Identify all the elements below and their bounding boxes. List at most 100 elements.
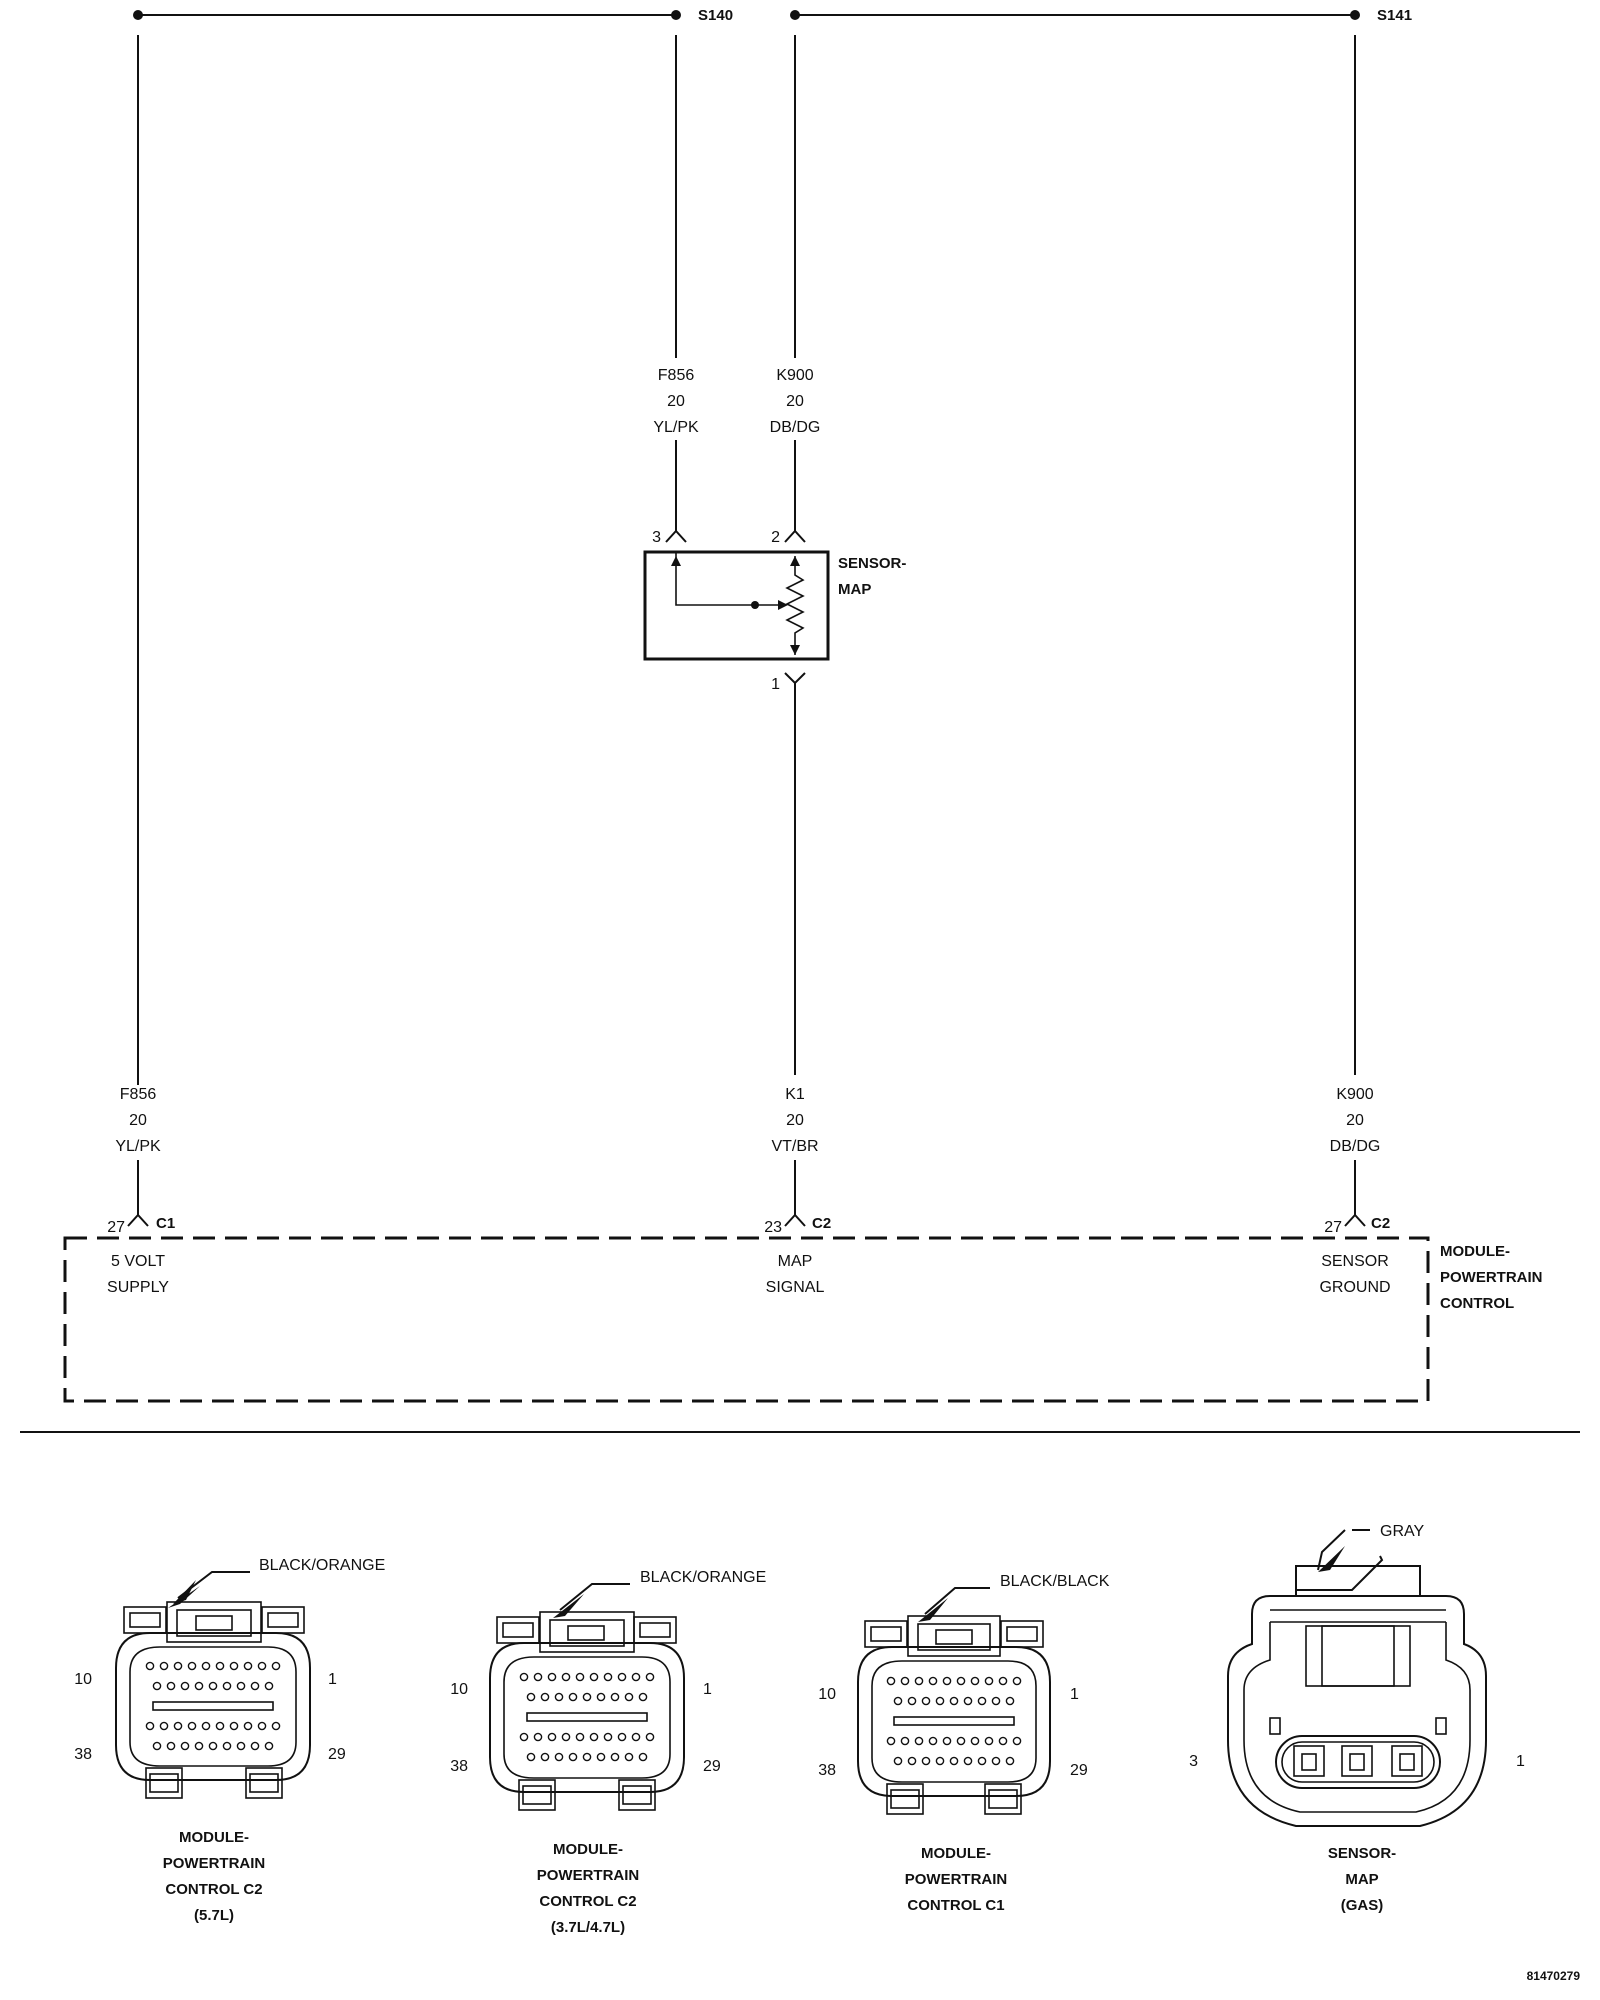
terminal-pin bbox=[575, 1732, 585, 1742]
terminal-pin bbox=[243, 1661, 253, 1671]
terminal-pin bbox=[977, 1756, 987, 1766]
svg-text:20: 20 bbox=[667, 393, 685, 410]
pin-number: 10 bbox=[450, 1681, 468, 1698]
splice-label-s140: S140 bbox=[698, 7, 733, 24]
splice-s141: S141 bbox=[790, 7, 1412, 24]
terminal-pin bbox=[152, 1741, 162, 1751]
terminal-pin bbox=[1005, 1696, 1015, 1706]
terminal-pin bbox=[243, 1721, 253, 1731]
terminal-pin bbox=[173, 1721, 183, 1731]
pointer-arrow bbox=[168, 1586, 200, 1608]
svg-text:POWERTRAIN: POWERTRAIN bbox=[1440, 1269, 1543, 1286]
connector-pcm-c2-57: BLACK/ORANGE 10 1 38 29 MODULE- POWERTRA… bbox=[74, 1557, 385, 1924]
terminal-pin bbox=[166, 1741, 176, 1751]
terminal-pin bbox=[935, 1756, 945, 1766]
terminal-pin bbox=[907, 1756, 917, 1766]
connector-housing bbox=[489, 1642, 685, 1793]
terminal-pin bbox=[215, 1721, 225, 1731]
svg-text:5 VOLT: 5 VOLT bbox=[111, 1253, 165, 1270]
connector-housing bbox=[1227, 1595, 1487, 1827]
svg-text:POWERTRAIN: POWERTRAIN bbox=[537, 1867, 640, 1884]
terminal-pin bbox=[582, 1752, 592, 1762]
terminal-pin bbox=[145, 1661, 155, 1671]
connector-title: MODULE- POWERTRAIN CONTROL C2 (3.7L/4.7L… bbox=[537, 1841, 640, 1936]
sensor-name: SENSOR- bbox=[838, 555, 906, 572]
terminal-pin bbox=[984, 1736, 994, 1746]
sensor-map: 3 2 SENSOR- MAP 1 bbox=[643, 529, 906, 693]
svg-text:MODULE-: MODULE- bbox=[921, 1845, 991, 1862]
terminal-pin bbox=[991, 1756, 1001, 1766]
pin-number: 1 bbox=[703, 1681, 712, 1698]
terminal-pin bbox=[956, 1736, 966, 1746]
terminal-pin bbox=[257, 1661, 267, 1671]
terminal-pin bbox=[526, 1752, 536, 1762]
svg-text:20: 20 bbox=[129, 1112, 147, 1129]
svg-text:23: 23 bbox=[764, 1219, 782, 1236]
svg-text:MODULE-: MODULE- bbox=[553, 1841, 623, 1858]
svg-text:MAP: MAP bbox=[778, 1253, 813, 1270]
terminal-pin bbox=[166, 1681, 176, 1691]
terminal-pin bbox=[631, 1732, 641, 1742]
terminal-pin bbox=[991, 1696, 1001, 1706]
terminal-pin bbox=[977, 1696, 987, 1706]
terminal-cavity bbox=[1275, 1735, 1441, 1789]
pin-number: 29 bbox=[703, 1758, 721, 1775]
svg-text:MODULE-: MODULE- bbox=[179, 1829, 249, 1846]
terminal-icon bbox=[1293, 1745, 1423, 1777]
terminal-pin bbox=[1005, 1756, 1015, 1766]
wire-label-bot-k900: K900 20 DB/DG bbox=[1330, 1086, 1381, 1155]
svg-text:SUPPLY: SUPPLY bbox=[107, 1279, 169, 1296]
terminal-pin bbox=[540, 1692, 550, 1702]
terminal-pin bbox=[229, 1721, 239, 1731]
pointer-arrow bbox=[1318, 1546, 1345, 1572]
svg-text:POWERTRAIN: POWERTRAIN bbox=[163, 1855, 266, 1872]
terminal-pin bbox=[638, 1692, 648, 1702]
pin-number: 38 bbox=[818, 1762, 836, 1779]
terminal-pin bbox=[547, 1672, 557, 1682]
connector-title: MODULE- POWERTRAIN CONTROL C2 (5.7L) bbox=[163, 1829, 266, 1924]
terminal-pin bbox=[935, 1696, 945, 1706]
terminal-pin bbox=[900, 1676, 910, 1686]
terminal-pin bbox=[942, 1676, 952, 1686]
connector-title: SENSOR- MAP (GAS) bbox=[1328, 1845, 1396, 1914]
terminal-pin bbox=[596, 1692, 606, 1702]
splice-dot bbox=[133, 10, 143, 20]
terminal-pin bbox=[173, 1661, 183, 1671]
latch-icon bbox=[1295, 1565, 1421, 1597]
terminal-pin bbox=[921, 1696, 931, 1706]
terminal-pin bbox=[250, 1741, 260, 1751]
terminal-pin bbox=[561, 1672, 571, 1682]
terminal-pin bbox=[222, 1681, 232, 1691]
terminal-pin bbox=[645, 1672, 655, 1682]
connector-pcm-c2-37-47: BLACK/ORANGE 10 1 38 29 MODULE- POWERTRA… bbox=[450, 1569, 766, 1936]
svg-text:F856: F856 bbox=[120, 1086, 157, 1103]
pcm-outline bbox=[63, 1236, 1430, 1403]
terminal-pin bbox=[533, 1672, 543, 1682]
wire-label-top-f856: F856 20 YL/PK bbox=[653, 367, 699, 436]
terminal-pin bbox=[201, 1721, 211, 1731]
terminal-pin bbox=[914, 1676, 924, 1686]
center-rib bbox=[526, 1712, 648, 1722]
splice-s140: S140 bbox=[133, 7, 733, 24]
terminal-pin bbox=[236, 1741, 246, 1751]
svg-text:27: 27 bbox=[107, 1219, 125, 1236]
center-rib bbox=[893, 1716, 1015, 1726]
svg-text:27: 27 bbox=[1324, 1219, 1342, 1236]
pin-chevron bbox=[784, 529, 806, 543]
terminal-pin bbox=[533, 1732, 543, 1742]
svg-text:C2: C2 bbox=[1371, 1215, 1390, 1232]
figure-id: 81470279 bbox=[1527, 1969, 1581, 1983]
terminal-pin bbox=[928, 1736, 938, 1746]
terminal-pin bbox=[1012, 1736, 1022, 1746]
svg-text:20: 20 bbox=[786, 393, 804, 410]
terminal-pin bbox=[159, 1661, 169, 1671]
terminal-pin bbox=[264, 1681, 274, 1691]
wiper-arrow bbox=[778, 600, 788, 610]
terminal-pin bbox=[900, 1736, 910, 1746]
pin-chevron bbox=[784, 672, 806, 685]
potentiometer-icon bbox=[785, 556, 805, 655]
splice-dot bbox=[671, 10, 681, 20]
pin-number: 38 bbox=[450, 1758, 468, 1775]
connector-color: GRAY bbox=[1380, 1523, 1424, 1540]
svg-text:20: 20 bbox=[1346, 1112, 1364, 1129]
